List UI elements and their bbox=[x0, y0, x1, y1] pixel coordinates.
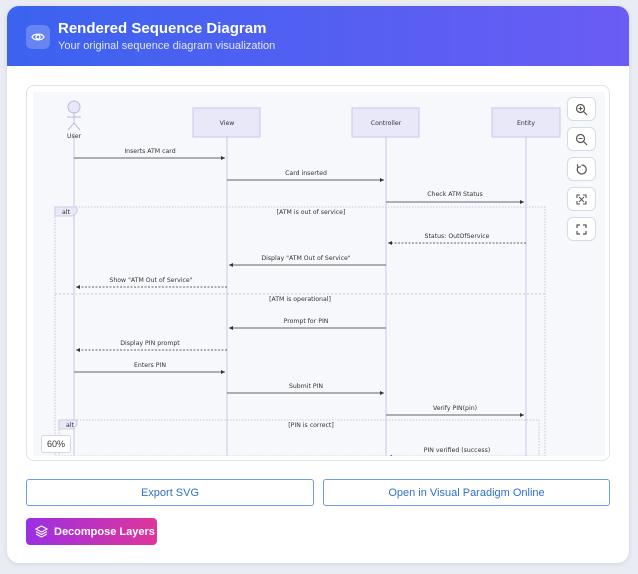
participant-controller bbox=[351, 107, 420, 138]
fit-screen-icon bbox=[576, 193, 587, 205]
zoom-out-icon bbox=[575, 133, 588, 145]
message-label: Display PIN prompt bbox=[120, 340, 180, 347]
diagram-card: Rendered Sequence Diagram Your original … bbox=[7, 6, 629, 563]
zoom-in-button[interactable] bbox=[567, 97, 596, 121]
card-header: Rendered Sequence Diagram Your original … bbox=[7, 6, 629, 66]
guard-pin-correct: [PIN is correct] bbox=[288, 422, 334, 429]
message-label: Enters PIN bbox=[134, 362, 166, 369]
page-subtitle: Your original sequence diagram visualiza… bbox=[58, 40, 276, 52]
decompose-layers-button[interactable]: Decompose Layers bbox=[26, 518, 157, 545]
message-label: Card inserted bbox=[285, 170, 327, 177]
participant-entity-label: Entity bbox=[517, 120, 535, 127]
sequence-diagram: User View Controller Entity alt [ATM is … bbox=[54, 100, 561, 456]
fullscreen-icon bbox=[576, 223, 587, 235]
eye-icon bbox=[26, 25, 50, 49]
message-label: Verify PIN(pin) bbox=[433, 405, 477, 412]
alt-keyword-inner: alt bbox=[66, 422, 75, 429]
guard-out-of-service: [ATM is out of service] bbox=[277, 209, 346, 216]
message-label: Prompt for PIN bbox=[284, 318, 329, 325]
reset-view-button[interactable] bbox=[567, 157, 596, 181]
alt-fragment-outer bbox=[54, 206, 546, 456]
alt-keyword-outer: alt bbox=[62, 209, 71, 216]
fit-screen-button[interactable] bbox=[567, 187, 596, 211]
page-title: Rendered Sequence Diagram bbox=[58, 20, 267, 37]
reset-icon bbox=[576, 163, 587, 175]
zoom-level-badge: 60% bbox=[41, 435, 71, 453]
actor-user bbox=[67, 100, 81, 131]
message-label: PIN verified (success) bbox=[424, 447, 491, 454]
message-label: Show "ATM Out of Service" bbox=[109, 277, 192, 284]
message-label: Submit PIN bbox=[289, 383, 323, 390]
message-label: Check ATM Status bbox=[427, 191, 483, 198]
participant-view-label: View bbox=[220, 120, 235, 127]
open-visual-paradigm-button[interactable]: Open in Visual Paradigm Online bbox=[323, 479, 610, 506]
participant-view bbox=[192, 107, 261, 138]
diagram-canvas[interactable]: User View Controller Entity alt [ATM is … bbox=[33, 92, 605, 456]
participant-user-label: User bbox=[67, 133, 82, 140]
export-svg-button[interactable]: Export SVG bbox=[26, 479, 314, 506]
zoom-in-icon bbox=[575, 103, 588, 115]
diagram-viewer: User View Controller Entity alt [ATM is … bbox=[26, 85, 610, 461]
guard-operational: [ATM is operational] bbox=[269, 296, 331, 303]
layers-icon bbox=[35, 525, 48, 538]
message-label: Status: OutOfService bbox=[425, 233, 490, 240]
decompose-label: Decompose Layers bbox=[54, 525, 155, 538]
message-label: Display "ATM Out of Service" bbox=[261, 255, 350, 262]
zoom-out-button[interactable] bbox=[567, 127, 596, 151]
participant-controller-label: Controller bbox=[371, 120, 402, 127]
fullscreen-button[interactable] bbox=[567, 217, 596, 241]
participant-entity bbox=[491, 107, 561, 138]
message-label: Inserts ATM card bbox=[124, 148, 175, 155]
